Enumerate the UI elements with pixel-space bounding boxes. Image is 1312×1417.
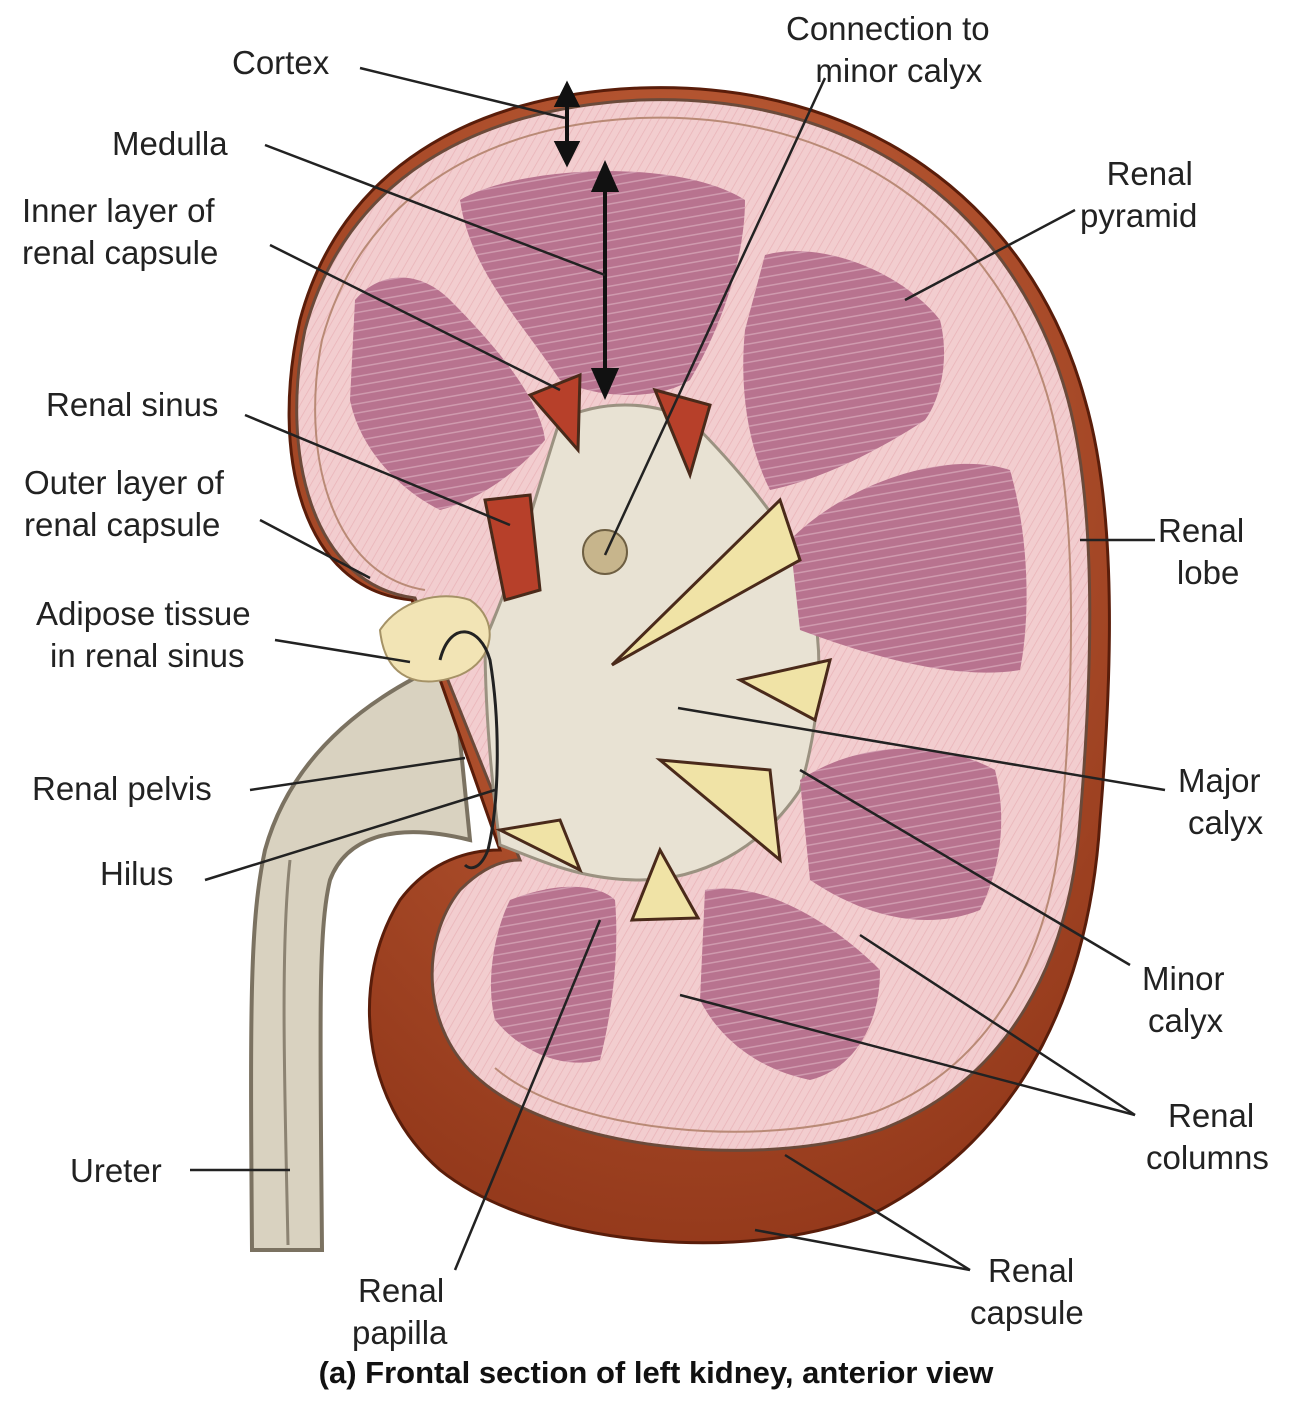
pyramid-bottom-left: [490, 886, 617, 1063]
minor-calyx-opening: [582, 529, 628, 575]
hilus-outline: [438, 630, 499, 870]
pyramid-top: [460, 171, 745, 395]
ureter-shape: [249, 657, 473, 1252]
renal-pyramids: [350, 171, 1027, 1080]
thickness-arrows: [553, 80, 620, 400]
label-renal-pelvis: Renal pelvis: [32, 770, 212, 807]
adipose-tissue: [378, 595, 491, 683]
leader-lines: [190, 66, 1166, 1272]
pyramid-right: [790, 463, 1027, 673]
label-ureter: Ureter: [70, 1152, 162, 1189]
pyramid-bottom-right: [700, 888, 880, 1080]
label-renal-sinus: Renal sinus: [46, 386, 219, 423]
figure-caption: (a) Frontal section of left kidney, ante…: [318, 1355, 994, 1390]
label-cortex: Cortex: [232, 44, 330, 81]
pyramid-lower-right: [800, 748, 1002, 920]
minor-calyces: [483, 372, 833, 922]
pyramid-upper-right: [743, 251, 945, 490]
pyramid-upper-left: [350, 277, 545, 510]
label-medulla: Medulla: [112, 125, 228, 162]
label-hilus: Hilus: [100, 855, 174, 892]
